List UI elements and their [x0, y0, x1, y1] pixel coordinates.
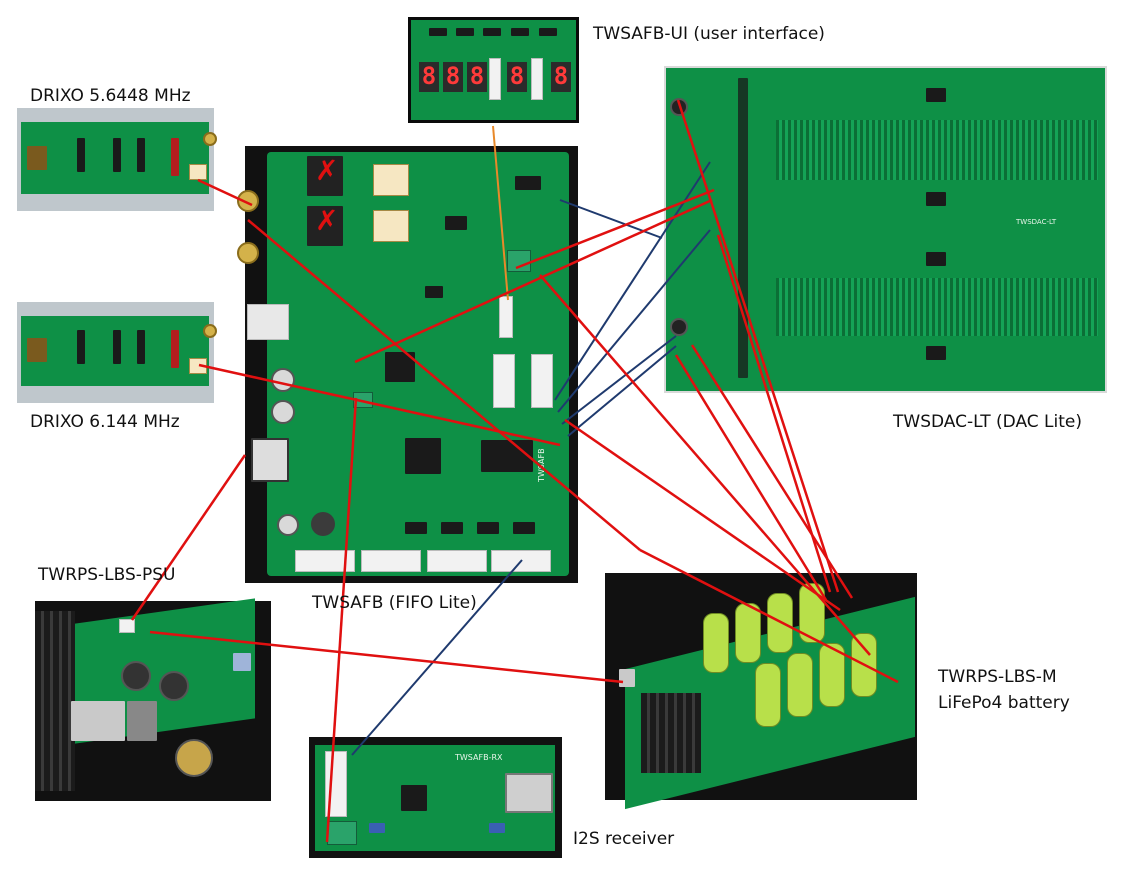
signal-wire [561, 335, 677, 425]
label-drixo-6-144: DRIXO 6.144 MHz [30, 412, 180, 432]
label-fifo: TWSAFB (FIFO Lite) [312, 593, 477, 613]
seven-segment-digit: 8 [467, 62, 487, 92]
removed-x-mark-icon: ✗ [315, 204, 339, 237]
label-battery-type: LiFePo4 battery [938, 693, 1070, 713]
drixo-6-144-board-photo [17, 302, 217, 403]
i2s-silkscreen-title: TWSAFB-RX [455, 753, 503, 762]
drixo-5-6448-board-photo [17, 108, 217, 211]
label-drixo-5-6448: DRIXO 5.6448 MHz [30, 86, 191, 106]
dac-silkscreen-title: TWSDAC-LT [1016, 218, 1057, 226]
label-psu: TWRPS-LBS-PSU [38, 565, 176, 585]
label-ui: TWSAFB-UI (user interface) [593, 24, 825, 44]
seven-segment-digit: 8 [443, 62, 463, 92]
signal-wire [567, 345, 677, 437]
signal-wire [351, 559, 523, 756]
dac-board-photo: TWSDAC-LT [664, 66, 1107, 393]
seven-segment-digit: 8 [419, 62, 439, 92]
label-i2s: I2S receiver [573, 829, 675, 849]
battery-board-photo [605, 573, 917, 810]
label-dac: TWSDAC-LT (DAC Lite) [893, 412, 1083, 432]
removed-x-mark-icon: ✗ [315, 154, 339, 187]
label-battery-model: TWRPS-LBS-M [938, 667, 1057, 687]
seven-segment-digit: 8 [551, 62, 571, 92]
fifo-silkscreen-title: TWSAFB [537, 448, 546, 482]
power-wire [130, 454, 247, 621]
fifo-board-photo: ✗ ✗ TWSAFB [237, 146, 578, 583]
seven-segment-digit: 8 [507, 62, 527, 92]
ui-board-photo: 8 8 8 8 8 [408, 17, 579, 123]
psu-board-photo [35, 598, 271, 801]
i2s-receiver-board-photo: TWSAFB-RX [309, 737, 562, 858]
